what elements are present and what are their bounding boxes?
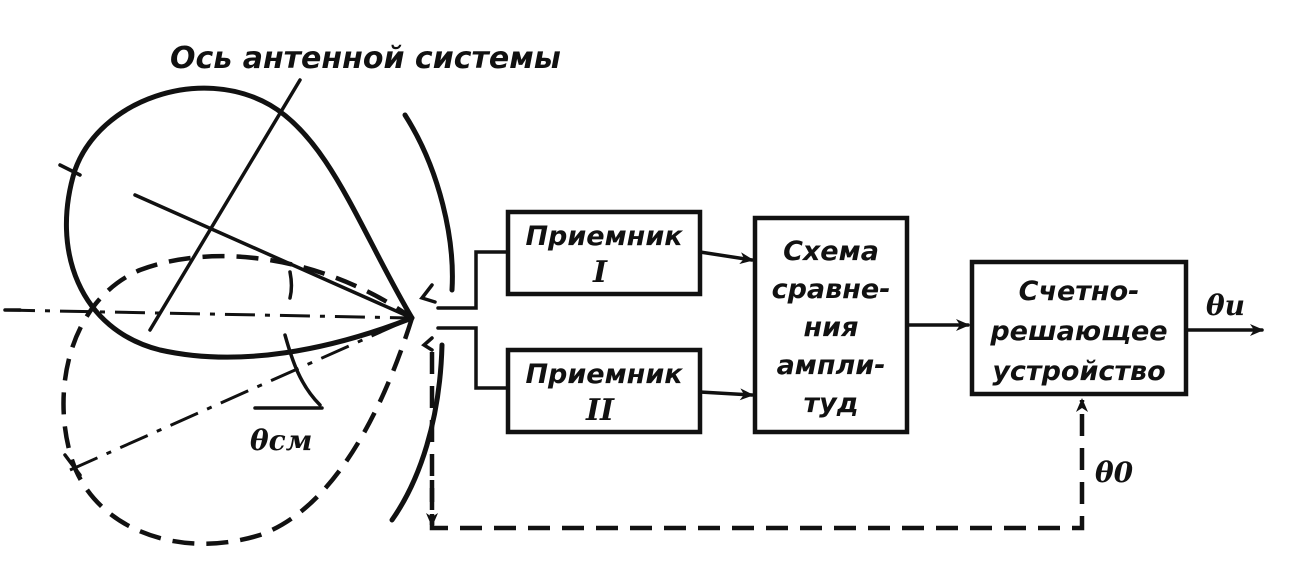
computer-line-1: Счетно- — [1019, 276, 1140, 307]
receiver-1-numeral: I — [592, 255, 608, 290]
feed-line-to-receiver-2 — [436, 326, 510, 390]
antenna-system-axis-line — [148, 78, 302, 332]
feed-mark-top — [419, 283, 437, 304]
lower-tick-mark — [63, 453, 82, 477]
receiver-1-label: Приемник — [525, 221, 683, 252]
computer-line-3: устройство — [992, 356, 1165, 387]
wavefront-arc-upper — [402, 112, 455, 293]
receiver-2-numeral: II — [585, 393, 615, 428]
theta-u-label: θи — [1206, 289, 1245, 322]
lower-lobe-axis — [69, 316, 413, 472]
theta-0-label: θ0 — [1095, 456, 1134, 489]
arrow-receiver-1-to-comparator — [698, 250, 754, 265]
comparator-line-2: сравне- — [772, 274, 891, 305]
receiver-1-block: Приемник I — [505, 209, 703, 297]
feed-mark-bottom — [421, 336, 434, 352]
receiver-2-label: Приемник — [525, 359, 683, 390]
comparator-line-1: Схема — [783, 236, 879, 267]
upper-tick-mark — [58, 163, 82, 177]
comparator-line-3: ния — [804, 312, 859, 343]
arrow-receiver-2-to-comparator — [698, 388, 754, 401]
comparator-line-4: ампли- — [777, 350, 886, 381]
angle-arc-lower — [283, 333, 322, 407]
angle-arc-upper — [288, 270, 294, 300]
receiver-2-block: Приемник II — [505, 347, 703, 435]
lower-antenna-lobe — [61, 253, 415, 546]
computing-device-block: Счетно- решающее устройство — [969, 259, 1189, 397]
amplitude-comparator-block: Схема сравне- ния ампли- туд — [752, 215, 910, 435]
feedback-dashed-line — [429, 352, 1088, 531]
computer-line-2: решающее — [989, 316, 1167, 347]
wavefront-arc-lower — [389, 342, 445, 523]
theta-sm-label: θсм — [250, 424, 312, 457]
upper-antenna-lobe — [63, 85, 415, 360]
feed-line-to-receiver-1 — [436, 250, 510, 310]
antenna-axis-title: Ось антенной системы — [170, 41, 561, 76]
equisignal-axis-line — [4, 308, 413, 320]
comparator-line-5: туд — [803, 388, 858, 419]
upper-lobe-axis — [133, 193, 414, 320]
